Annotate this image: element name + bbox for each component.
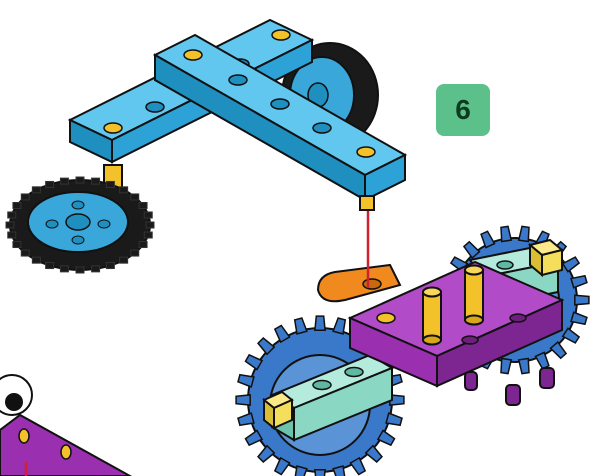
tire-tread bbox=[21, 194, 29, 200]
gear-tooth bbox=[571, 312, 587, 324]
step-number-badge: 6 bbox=[436, 84, 490, 136]
gear-tooth bbox=[575, 295, 589, 305]
tire-tread bbox=[21, 250, 29, 256]
tire-tread bbox=[60, 178, 68, 184]
gear-tooth bbox=[519, 226, 529, 241]
tire-tread bbox=[106, 263, 114, 269]
gear-tooth bbox=[238, 375, 254, 387]
googly-eye-icon bbox=[0, 375, 32, 415]
wheel-left-icon bbox=[6, 177, 154, 273]
tire-tread bbox=[144, 212, 152, 218]
tire-tread bbox=[6, 222, 14, 228]
tire-tread bbox=[139, 242, 147, 248]
tire-tread bbox=[60, 266, 68, 272]
tire-tread bbox=[92, 178, 100, 184]
tire-tread bbox=[32, 257, 40, 263]
gear-tooth bbox=[315, 316, 325, 330]
gear-tooth bbox=[571, 276, 587, 288]
gear-tooth bbox=[481, 231, 494, 247]
tire-tread bbox=[92, 266, 100, 272]
orange-connector-icon bbox=[318, 265, 400, 301]
tire-tread bbox=[76, 177, 84, 183]
tire-tread bbox=[32, 187, 40, 193]
tire-tread bbox=[8, 232, 16, 238]
tire-tread bbox=[139, 202, 147, 208]
tire-tread bbox=[131, 194, 139, 200]
gear-tooth bbox=[236, 395, 250, 405]
gear-tooth bbox=[501, 226, 511, 241]
tire-tread bbox=[120, 257, 128, 263]
tire-tread bbox=[120, 187, 128, 193]
yellow-peg-icon bbox=[360, 196, 374, 210]
purple-plate-partial-icon bbox=[0, 415, 130, 476]
step-number: 6 bbox=[455, 94, 471, 126]
gear-tooth bbox=[315, 470, 325, 476]
gear-tooth bbox=[295, 466, 307, 476]
tire-tread bbox=[8, 212, 16, 218]
gear-tooth bbox=[501, 359, 511, 374]
tire-tread bbox=[131, 250, 139, 256]
tire-tread bbox=[46, 263, 54, 269]
tire-tread bbox=[146, 222, 154, 228]
tire-tread bbox=[13, 242, 21, 248]
tire-tread bbox=[106, 181, 114, 187]
tire-tread bbox=[46, 181, 54, 187]
tire-tread bbox=[76, 267, 84, 273]
tire-tread bbox=[144, 232, 152, 238]
gear-tooth bbox=[333, 466, 345, 476]
gear-tooth bbox=[535, 352, 548, 368]
gear-tooth bbox=[295, 318, 307, 334]
gear-tooth bbox=[386, 413, 402, 425]
gear-tooth bbox=[333, 318, 345, 334]
gear-tooth bbox=[519, 359, 529, 374]
tire-tread bbox=[13, 202, 21, 208]
gear-tooth bbox=[238, 413, 254, 425]
